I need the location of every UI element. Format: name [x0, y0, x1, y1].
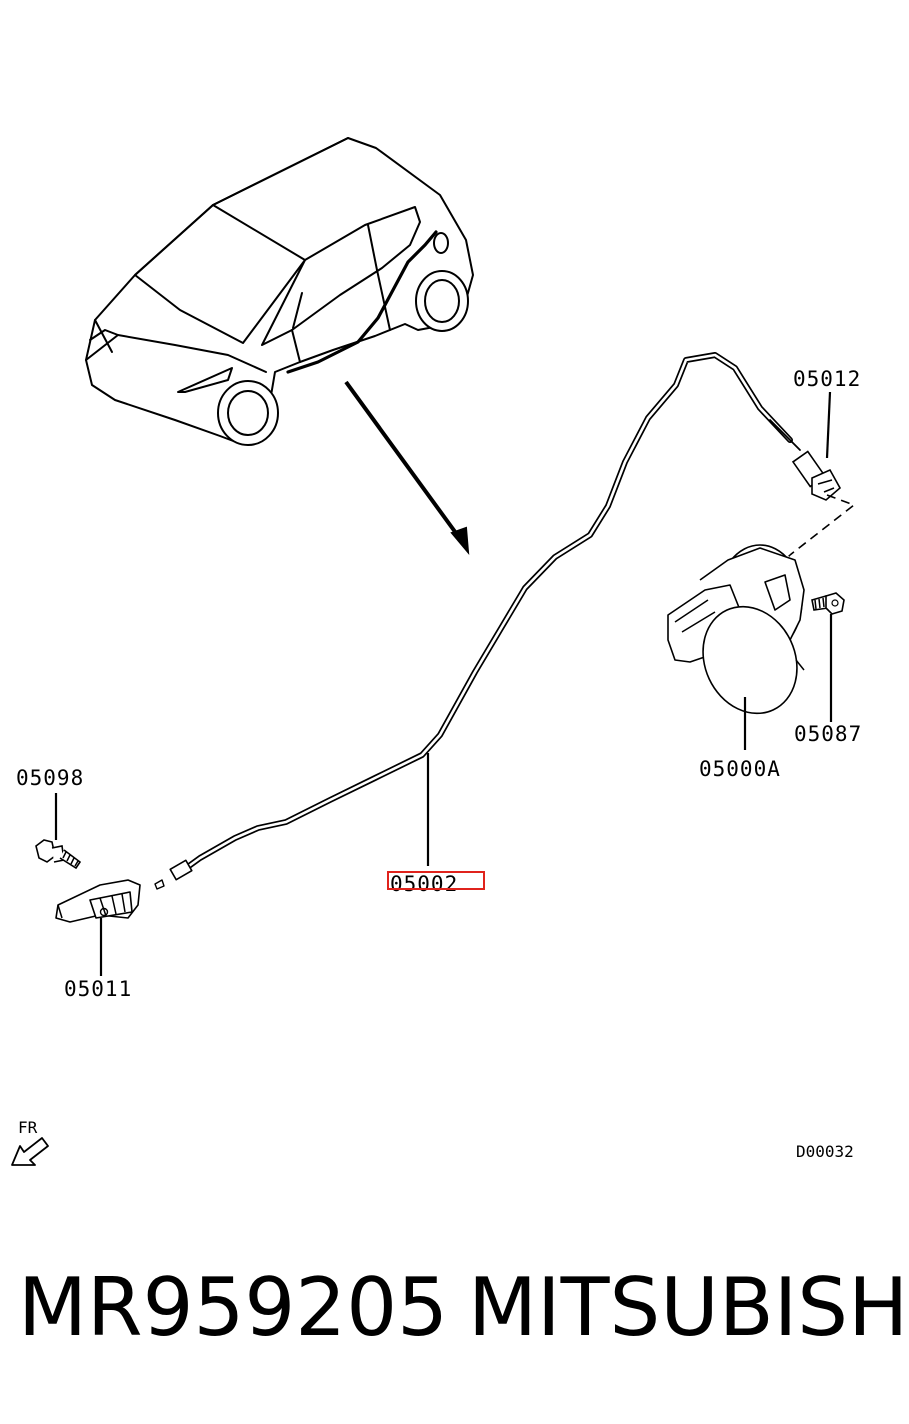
- callout-05098: 05098: [16, 766, 84, 790]
- bolt-05098: [35, 839, 82, 870]
- release-lever-05011: [55, 879, 141, 923]
- callout-05011: 05011: [64, 977, 132, 1001]
- diagram-code: D00032: [796, 1142, 854, 1161]
- pointer-arrow: [344, 380, 470, 556]
- callout-05012: 05012: [793, 367, 861, 391]
- callout-05087: 05087: [794, 722, 862, 746]
- screw-05087: [811, 592, 845, 615]
- callout-05002: 05002: [390, 872, 458, 896]
- release-cable: [154, 352, 801, 890]
- front-orientation-indicator: FR: [11, 1118, 49, 1166]
- car-illustration: [85, 137, 474, 446]
- brand-caption: MITSUBISHI: [468, 1261, 909, 1354]
- fuel-filler-door: [667, 544, 805, 715]
- part-number-caption: MR959205: [18, 1261, 448, 1354]
- leader-lines: [54, 391, 833, 976]
- fr-label: FR: [18, 1118, 38, 1137]
- fr-arrow-icon: [11, 1137, 49, 1166]
- fuel-door-latch: [791, 450, 842, 501]
- callout-05000A: 05000A: [699, 757, 781, 781]
- highlight-box: [387, 871, 485, 890]
